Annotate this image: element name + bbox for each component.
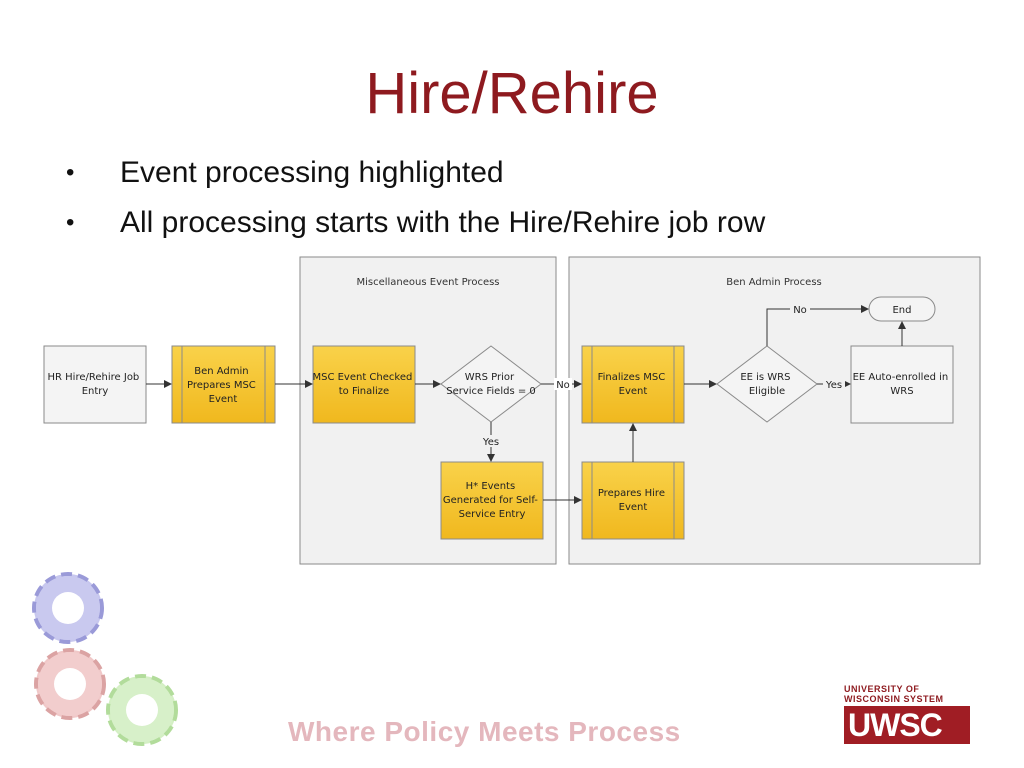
- gear-icon: [34, 648, 106, 720]
- tagline: Where Policy Meets Process: [288, 716, 681, 747]
- node-wrs-prior-label: WRS Prior Service Fields = 0: [446, 372, 536, 397]
- node-ben-prepares-label: Ben Admin Prepares MSC Event: [187, 366, 259, 405]
- node-h-events: [440, 461, 544, 540]
- bullet-text: Event processing highlighted: [120, 156, 504, 189]
- edge-label-no2: No: [793, 305, 807, 316]
- slide-title: Hire/Rehire: [365, 61, 659, 126]
- node-auto-enrolled: [850, 345, 954, 424]
- bullet-item: • Event processing highlighted: [66, 150, 765, 200]
- lane-misc-label: Miscellaneous Event Process: [356, 277, 499, 288]
- node-msc-checked: [312, 345, 416, 424]
- logo-line: UNIVERSITY OF: [844, 684, 920, 694]
- node-end-label: End: [892, 305, 911, 316]
- node-auto-enrolled-label: EE Auto-enrolled in WRS: [853, 372, 952, 397]
- node-finalizes-msc-label: Finalizes MSC Event: [598, 372, 669, 397]
- node-h-events-label: H* Events Generated for Self- Service En…: [443, 481, 541, 520]
- edge-label-yes1: Yes: [482, 437, 499, 448]
- logo-mark: UWSC: [844, 706, 970, 744]
- edge-label-yes2: Yes: [825, 380, 842, 391]
- node-finalizes-msc: [581, 345, 685, 424]
- uwsc-logo: UNIVERSITY OF WISCONSIN SYSTEM UWSC: [844, 684, 974, 746]
- node-ee-wrs: [716, 345, 818, 423]
- bullet-list: • Event processing highlighted • All proce…: [66, 150, 765, 250]
- node-ee-wrs-label: EE is WRS Eligible: [740, 372, 793, 397]
- edge-label-no1: No: [556, 380, 570, 391]
- node-hr-entry: [43, 345, 147, 424]
- gear-icon: [32, 572, 104, 644]
- node-hr-entry-label: HR Hire/Rehire Job Entry: [48, 372, 143, 397]
- bullet-dot: •: [66, 209, 75, 236]
- edge-ee-no: [766, 305, 869, 346]
- bullet-text: All processing starts with the Hire/Rehi…: [120, 206, 766, 239]
- process-diagram: Miscellaneous Event Process Ben Admin Pr…: [43, 256, 981, 565]
- gears-decoration: [32, 572, 178, 746]
- bullet-item: • All processing starts with the Hire/Reh…: [66, 200, 765, 250]
- node-ben-prepares: [171, 345, 276, 424]
- logo-line: WISCONSIN SYSTEM: [844, 694, 944, 704]
- node-msc-checked-label: MSC Event Checked to Finalize: [312, 372, 415, 397]
- node-prepares-hire-label: Prepares Hire Event: [598, 488, 668, 513]
- node-prepares-hire: [581, 461, 685, 540]
- lane-ben-label: Ben Admin Process: [726, 277, 822, 288]
- bullet-dot: •: [66, 159, 75, 186]
- gear-icon: [106, 674, 178, 746]
